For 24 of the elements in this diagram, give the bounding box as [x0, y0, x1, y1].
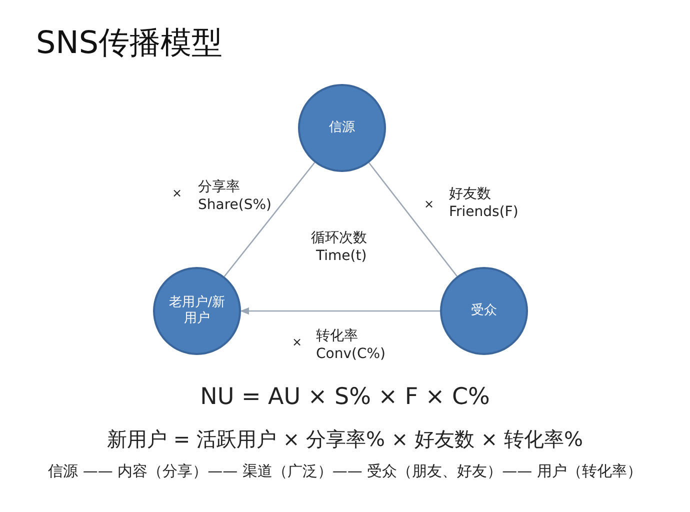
node-label: 受众 [471, 302, 497, 320]
metric-label: 分享率 [198, 178, 240, 196]
multiply-sign: × [424, 197, 434, 211]
metric-label: 转化率 [316, 327, 358, 345]
node-circle [440, 267, 528, 355]
connector-line [368, 162, 458, 277]
title: SNS传播模型 [36, 24, 223, 63]
multiply-sign: × [292, 335, 302, 349]
center-label: 循环次数 [311, 229, 367, 247]
metric-label: Friends(F) [449, 204, 518, 220]
multiply-sign: × [172, 186, 182, 200]
formula: 新用户 = 活跃用户 × 分享率% × 好友数 × 转化率% [107, 426, 583, 453]
node-label: 信源 [329, 120, 355, 136]
metric-label: Share(S%) [198, 197, 272, 213]
metric-label: Conv(C%) [316, 346, 386, 362]
arrow [240, 307, 440, 315]
formula: NU = AU × S% × F × C% [200, 384, 490, 410]
flow-text: 信源 —— 内容（分享）—— 渠道（广泛）—— 受众（朋友、好友）—— 用户（转化率） [48, 462, 642, 481]
node-circle [153, 267, 241, 355]
center-label: Time(t) [316, 248, 367, 264]
metric-label: 好友数 [449, 185, 491, 203]
node-label: 老用户/新用户 [168, 294, 226, 328]
node-circle [298, 84, 386, 172]
connector-line [224, 162, 316, 277]
